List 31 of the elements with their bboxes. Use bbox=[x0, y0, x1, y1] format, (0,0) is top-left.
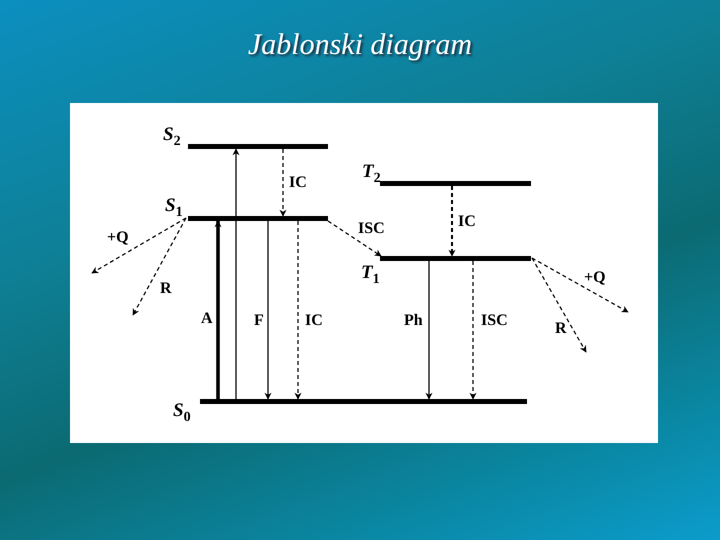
arrow bbox=[214, 220, 222, 399]
arrow bbox=[280, 149, 286, 217]
arrow bbox=[91, 217, 186, 274]
edge-label: ISC bbox=[358, 221, 385, 237]
arrow bbox=[426, 261, 432, 400]
arrow bbox=[232, 148, 240, 399]
edge-label: +Q bbox=[107, 230, 129, 246]
level-label: S$_{1}$ bbox=[165, 196, 183, 220]
edge-label: IC bbox=[458, 214, 476, 230]
arrow bbox=[532, 257, 629, 313]
arrow bbox=[531, 258, 587, 353]
level-label: T$_{1}$ bbox=[361, 263, 380, 287]
arrow bbox=[294, 221, 302, 400]
edge-label: R bbox=[555, 321, 567, 337]
level-label: S$_{2}$ bbox=[163, 125, 181, 149]
edge-label: Ph bbox=[404, 313, 423, 329]
edge-label: IC bbox=[305, 313, 323, 329]
edge-label: +Q bbox=[584, 270, 606, 286]
title: Jablonski diagram bbox=[246, 28, 474, 62]
arrow bbox=[448, 186, 456, 257]
level-label: T$_{2}$ bbox=[362, 162, 381, 186]
edge-label: ISC bbox=[481, 313, 508, 329]
arrow bbox=[328, 220, 382, 256]
level-label: S$_{0}$ bbox=[173, 401, 191, 425]
arrow bbox=[264, 221, 272, 400]
edge-label: IC bbox=[289, 175, 307, 191]
edge-label: R bbox=[160, 281, 172, 297]
edge-label: A bbox=[201, 311, 213, 327]
arrow bbox=[470, 261, 476, 400]
arrow bbox=[132, 218, 187, 316]
edge-label: F bbox=[254, 313, 264, 329]
